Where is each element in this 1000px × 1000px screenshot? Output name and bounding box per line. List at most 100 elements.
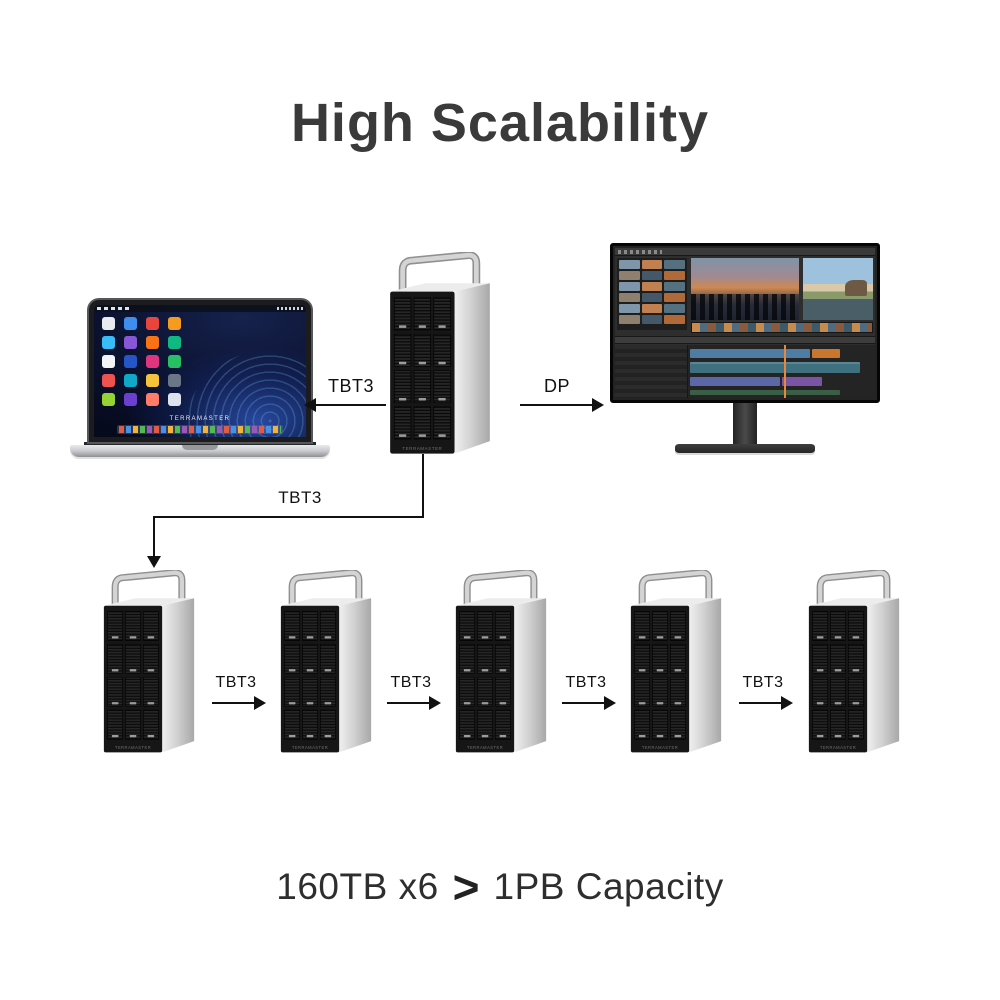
nas-tower-graphic: TERRAMASTER [455,570,547,753]
drive-bays [634,611,686,740]
app-icon [102,355,115,368]
monitor [610,243,880,453]
timeline-clip [690,377,780,386]
tower-brand-text: TERRAMASTER [467,745,503,750]
app-icon [168,336,181,349]
tower-top-panel [390,283,490,292]
timeline-clip [690,390,840,395]
app-icon [124,393,137,406]
nas-tower-4: TERRAMASTER [627,570,725,758]
timeline-clip [782,377,822,386]
app-icon [124,355,137,368]
app-icon [168,317,181,330]
laptop-screen: TERRAMASTER [89,300,311,442]
greater-than-icon: > [452,861,480,913]
media-thumbnail [664,282,685,291]
media-thumbnail [641,260,663,269]
drive-bays [107,611,159,740]
editor-menubar [615,248,875,256]
tbt3-downlink-label: TBT3 [278,488,322,507]
connector-line [316,404,386,406]
laptop-wallpaper: TERRAMASTER [94,305,306,437]
video-editor-ui [615,248,875,398]
media-thumbnail [641,271,663,280]
nas-tower-5: TERRAMASTER [805,570,903,758]
nas-tower-main: TERRAMASTER [386,252,494,460]
laptop-dock [117,425,283,434]
capacity-right-text: 1PB Capacity [493,866,724,907]
app-icon [146,393,159,406]
connector-line [153,516,424,518]
connector-line [153,516,155,558]
timeline-clip [812,349,840,358]
arrowhead-right-icon [254,696,266,710]
tower-brand-text: TERRAMASTER [402,446,442,451]
viewer-cityscape [691,258,799,320]
viewer-coastline [803,258,873,320]
tower-handle-icon [816,570,891,608]
tbt3-laptop-label: TBT3 [327,376,374,396]
nas-tower-3: TERRAMASTER [452,570,550,758]
media-thumbnail [664,271,685,280]
app-icon-grid [102,317,202,406]
drive-bays [393,297,451,440]
arrowhead-right-icon [429,696,441,710]
tower-side-panel [689,598,722,753]
tbt3-chain-label: TBT3 [215,674,257,691]
tower-side-panel [514,598,547,753]
app-icon [168,393,181,406]
tower-top-panel [808,598,900,606]
app-icon [146,317,159,330]
connector-line [422,454,424,518]
arrowhead-down-icon [147,556,161,568]
app-icon [102,374,115,387]
monitor-stand-base [675,444,815,453]
app-icon [124,317,137,330]
tower-top-panel [630,598,722,606]
app-icon [102,336,115,349]
page-title: High Scalability [290,93,710,153]
tower-brand-text: TERRAMASTER [820,745,856,750]
connector-line [387,702,429,704]
media-thumbnail [641,282,663,291]
app-icon [168,355,181,368]
tower-handle-icon [638,570,713,608]
media-thumbnail [664,315,685,324]
media-thumbnail [641,315,663,324]
media-thumbnail [619,282,640,291]
arrowhead-right-icon [592,398,604,412]
app-icon [168,374,181,387]
media-thumbnail [619,304,640,313]
connector-line [739,702,781,704]
edit-index-list [615,345,688,398]
tower-side-panel [867,598,900,753]
arrowhead-left-icon [304,398,316,412]
tbt3-chain-label: TBT3 [742,674,784,691]
app-icon [102,317,115,330]
laptop: TERRAMASTER [70,300,330,457]
media-thumbnail [641,293,663,302]
laptop-base [70,445,330,457]
laptop-hinge [84,442,316,445]
filmstrip [691,322,873,333]
capacity-caption: 160TB x6 > 1PB Capacity [0,864,1000,910]
connector-line [562,702,604,704]
nas-tower-graphic: TERRAMASTER [103,570,195,753]
app-icon [146,355,159,368]
tower-brand-text: TERRAMASTER [642,745,678,750]
tower-top-panel [103,598,195,606]
connector-line [520,404,592,406]
tower-brand-text: TERRAMASTER [292,745,328,750]
app-icon [124,374,137,387]
timeline [688,345,875,398]
dp-monitor-label: DP [543,376,570,396]
nas-tower-graphic: TERRAMASTER [808,570,900,753]
app-icon [146,374,159,387]
tower-side-panel [339,598,372,753]
tbt3-chain-label: TBT3 [565,674,607,691]
laptop-brand-text: TERRAMASTER [169,416,231,422]
timeline-clip [690,349,810,358]
timeline-clip [690,362,860,373]
playhead [784,345,786,398]
tower-brand-text: TERRAMASTER [115,745,151,750]
